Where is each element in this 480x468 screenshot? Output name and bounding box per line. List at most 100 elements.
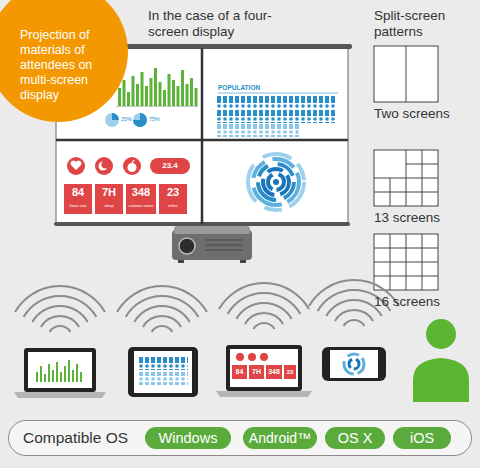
bar-chart (116, 106, 198, 107)
callout-text: Projection of materials of attendees on … (20, 28, 110, 103)
population-chart (216, 124, 300, 137)
population-chart (216, 93, 338, 137)
stat-number: 23 (284, 366, 296, 378)
stat-caption: miles (159, 203, 187, 209)
projector (172, 226, 252, 263)
pie-chart (133, 113, 147, 127)
population-chart (216, 110, 336, 123)
wireless-waves (15, 280, 399, 332)
radial-chart (253, 159, 299, 205)
tablet (138, 357, 188, 370)
radial-chart (258, 164, 294, 200)
wireless-waves (117, 286, 207, 332)
health-icons (123, 157, 141, 175)
pie-chart (112, 113, 119, 120)
wireless-waves (15, 286, 105, 332)
stat-number: 84 (232, 366, 247, 378)
radial-chart (248, 154, 304, 210)
stat-number: 84 (64, 186, 92, 199)
split-pattern-box: Two screens (374, 46, 464, 126)
pie-chart (133, 113, 147, 127)
health-icons (126, 184, 156, 214)
stat-caption: heart rate (64, 203, 92, 209)
tablet (138, 372, 188, 385)
radial-chart (248, 154, 304, 210)
population-chart (216, 96, 336, 109)
chart-title: POPULATION (218, 84, 260, 91)
projector (174, 226, 250, 234)
pattern-label: Two screens (374, 106, 450, 122)
projector (240, 260, 246, 263)
band-label: Compatible OS (23, 429, 128, 447)
os-pill: iOS (393, 427, 451, 449)
chart-value: 75% (149, 116, 160, 122)
stat-number: 23 (159, 186, 187, 199)
projector (178, 260, 184, 263)
wireless-waves (219, 283, 309, 329)
os-name: iOS (393, 427, 451, 449)
split-pattern-box: 16 screens (374, 234, 464, 314)
os-name: Android™ (243, 427, 317, 449)
stat-number: 348 (266, 366, 282, 378)
laptop (14, 348, 106, 398)
heading-note: Split-screen patterns (374, 8, 474, 40)
health-icons (102, 161, 110, 169)
stat-number: 7H (95, 186, 123, 199)
laptop (260, 353, 268, 361)
os-band: Compatible OS Windows Android™ OS X iOS (8, 420, 472, 456)
tablet (134, 351, 192, 393)
smartphone (349, 359, 359, 369)
smartphone (322, 347, 386, 381)
projector (179, 238, 195, 254)
laptop (226, 345, 302, 391)
pattern-label: 13 screens (374, 210, 440, 226)
person-icon (426, 319, 456, 349)
laptop (284, 365, 296, 379)
health-icons (132, 160, 134, 163)
bar-chart (118, 68, 198, 106)
split-pattern (406, 46, 407, 102)
radial-chart (268, 174, 284, 190)
health-icons (150, 158, 190, 174)
laptop (266, 365, 282, 379)
health-icons (71, 161, 82, 170)
projection-screen (56, 139, 348, 142)
smartphone (330, 350, 378, 378)
projector (172, 230, 252, 260)
split-pattern (374, 46, 438, 102)
os-pill: Android™ (243, 427, 317, 449)
health-icons (128, 163, 137, 172)
os-name: Windows (145, 427, 231, 449)
split-pattern (374, 234, 438, 290)
health-icons (64, 157, 190, 214)
population-chart (218, 93, 338, 94)
smartphone (322, 347, 386, 381)
pattern-label: 16 screens (374, 294, 440, 310)
pie-chart (105, 113, 147, 127)
laptop (14, 392, 106, 398)
laptop (216, 391, 312, 397)
split-pattern (374, 46, 438, 290)
stat-caption: sleep (95, 203, 123, 209)
health-icons (67, 157, 85, 175)
stat-caption: calories eaten (126, 203, 156, 209)
person-icon (413, 319, 469, 402)
stat-number: 348 (126, 186, 156, 199)
laptop (36, 360, 82, 382)
laptop (248, 353, 256, 361)
radial-chart (273, 179, 279, 185)
radial-chart (263, 169, 289, 195)
health-icons (95, 157, 113, 175)
chart-value: 25% (121, 116, 132, 122)
health-icons (95, 184, 123, 214)
tablet (128, 347, 198, 397)
laptop (232, 365, 247, 379)
heading-note: In the case of a four-screen display (148, 8, 286, 40)
bar-chart (116, 68, 198, 107)
os-name: OS X (325, 427, 385, 449)
os-pill: Windows (145, 427, 231, 449)
projector (205, 240, 243, 250)
health-icons (159, 184, 187, 214)
